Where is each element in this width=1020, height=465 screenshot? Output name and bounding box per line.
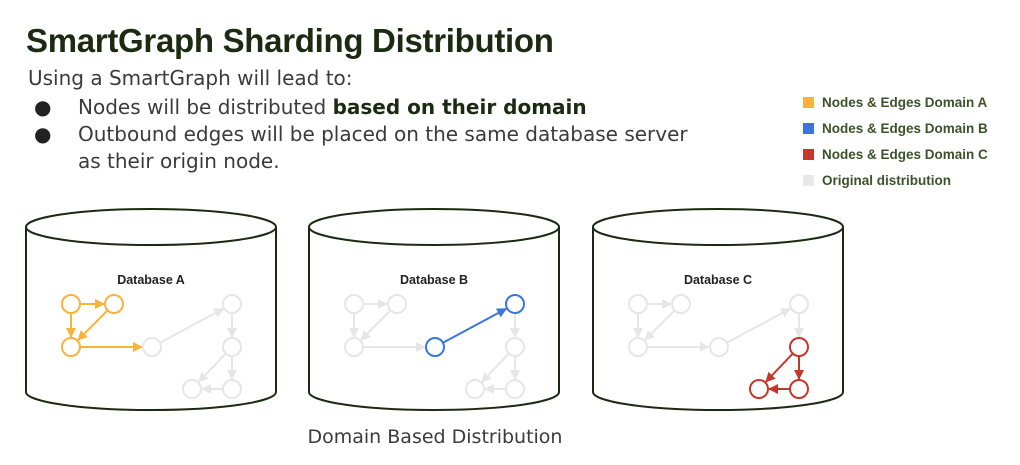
node-domain-a — [61, 337, 81, 357]
node-domain-b — [505, 294, 525, 314]
bullet-item-edges: ● Outbound edges will be placed on the sa… — [30, 121, 710, 175]
edge-original — [481, 352, 510, 383]
legend-swatch — [803, 122, 814, 134]
legend-item-domain-c: Nodes & Edges Domain C — [803, 141, 988, 167]
legend-item-domain-b: Nodes & Edges Domain B — [803, 115, 988, 141]
bullet-list: ● Nodes will be distributed based on thei… — [30, 94, 710, 175]
edge-original — [159, 307, 225, 344]
node-domain-a — [61, 294, 81, 314]
legend-label: Nodes & Edges Domain C — [822, 146, 988, 162]
legend-item-domain-a: Nodes & Edges Domain A — [803, 89, 988, 115]
node-domain-a — [104, 294, 124, 314]
node-original — [142, 337, 162, 357]
node-original — [182, 379, 202, 399]
cylinder-body — [592, 227, 844, 411]
node-original — [387, 294, 407, 314]
legend-swatch — [803, 148, 814, 160]
cylinder-top — [592, 208, 844, 246]
cylinder-body — [25, 227, 277, 411]
node-original — [628, 294, 648, 314]
bullet-item-domain: ● Nodes will be distributed based on thei… — [30, 94, 710, 121]
edge-domain-a — [77, 309, 109, 341]
intro-text: Using a SmartGraph will lead to: — [28, 66, 353, 90]
edge-original — [644, 309, 676, 341]
cylinder-top — [25, 208, 277, 246]
node-original — [222, 337, 242, 357]
database-label: Database B — [400, 273, 468, 287]
bullet-bold-text: based on their domain — [332, 95, 587, 119]
node-domain-c — [789, 379, 809, 399]
node-original — [222, 294, 242, 314]
edge-domain-c — [765, 352, 794, 383]
node-domain-b — [425, 337, 445, 357]
legend-label: Original distribution — [822, 172, 951, 188]
database-a: Database A — [25, 208, 277, 411]
bullet-dot: ● — [34, 122, 52, 146]
node-original — [671, 294, 691, 314]
bullet-text: Outbound edges will be placed on the sam… — [78, 122, 688, 173]
node-original — [505, 337, 525, 357]
node-original — [344, 294, 364, 314]
bullet-dot: ● — [34, 95, 52, 119]
legend-label: Nodes & Edges Domain A — [822, 94, 988, 110]
database-b: Database B — [308, 208, 560, 411]
node-original — [344, 337, 364, 357]
cylinder-body — [308, 227, 560, 411]
bullet-text: Nodes will be distributed — [78, 95, 333, 119]
legend-label: Nodes & Edges Domain B — [822, 120, 988, 136]
legend-swatch — [803, 174, 814, 186]
node-domain-c — [749, 379, 769, 399]
database-c: Database C — [592, 208, 844, 411]
node-original — [505, 379, 525, 399]
node-original — [789, 294, 809, 314]
edge-original — [198, 352, 227, 383]
node-domain-c — [789, 337, 809, 357]
node-original — [222, 379, 242, 399]
database-layer: Database A Database B Database C — [25, 208, 844, 411]
slide-title: SmartGraph Sharding Distribution — [26, 22, 554, 59]
node-original — [628, 337, 648, 357]
database-label: Database A — [117, 273, 185, 287]
legend-swatch — [803, 96, 814, 108]
diagram-caption: Domain Based Distribution — [307, 426, 563, 448]
edge-original — [726, 307, 792, 344]
legend-item-original: Original distribution — [803, 167, 988, 193]
cylinder-top — [308, 208, 560, 246]
edge-domain-b — [442, 307, 508, 344]
node-original — [709, 337, 729, 357]
edge-original — [360, 309, 392, 341]
legend: Nodes & Edges Domain A Nodes & Edges Dom… — [803, 89, 988, 193]
database-label: Database C — [684, 273, 752, 287]
node-original — [465, 379, 485, 399]
